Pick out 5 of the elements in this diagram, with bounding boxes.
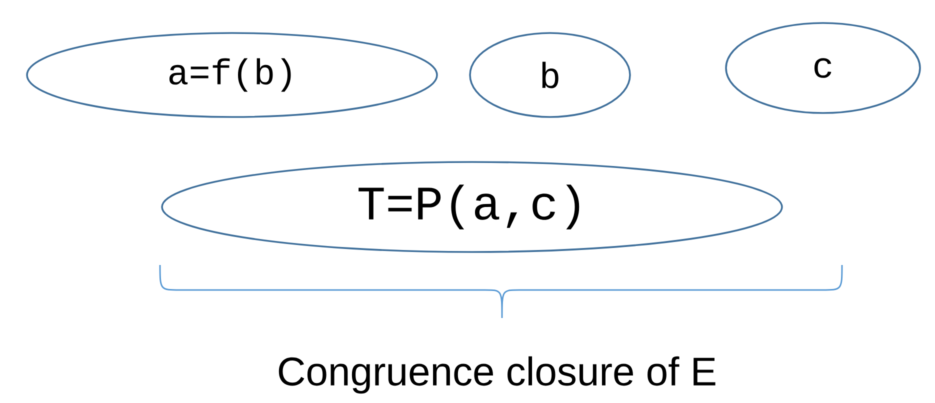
ellipse-node: T=P(a,c)	[161, 161, 783, 253]
ellipse-node: a=f(b)	[26, 32, 438, 118]
ellipse-node: b	[469, 32, 631, 118]
caption-text: Congruence closure of E	[278, 356, 716, 394]
ellipse-node: c	[725, 22, 921, 114]
